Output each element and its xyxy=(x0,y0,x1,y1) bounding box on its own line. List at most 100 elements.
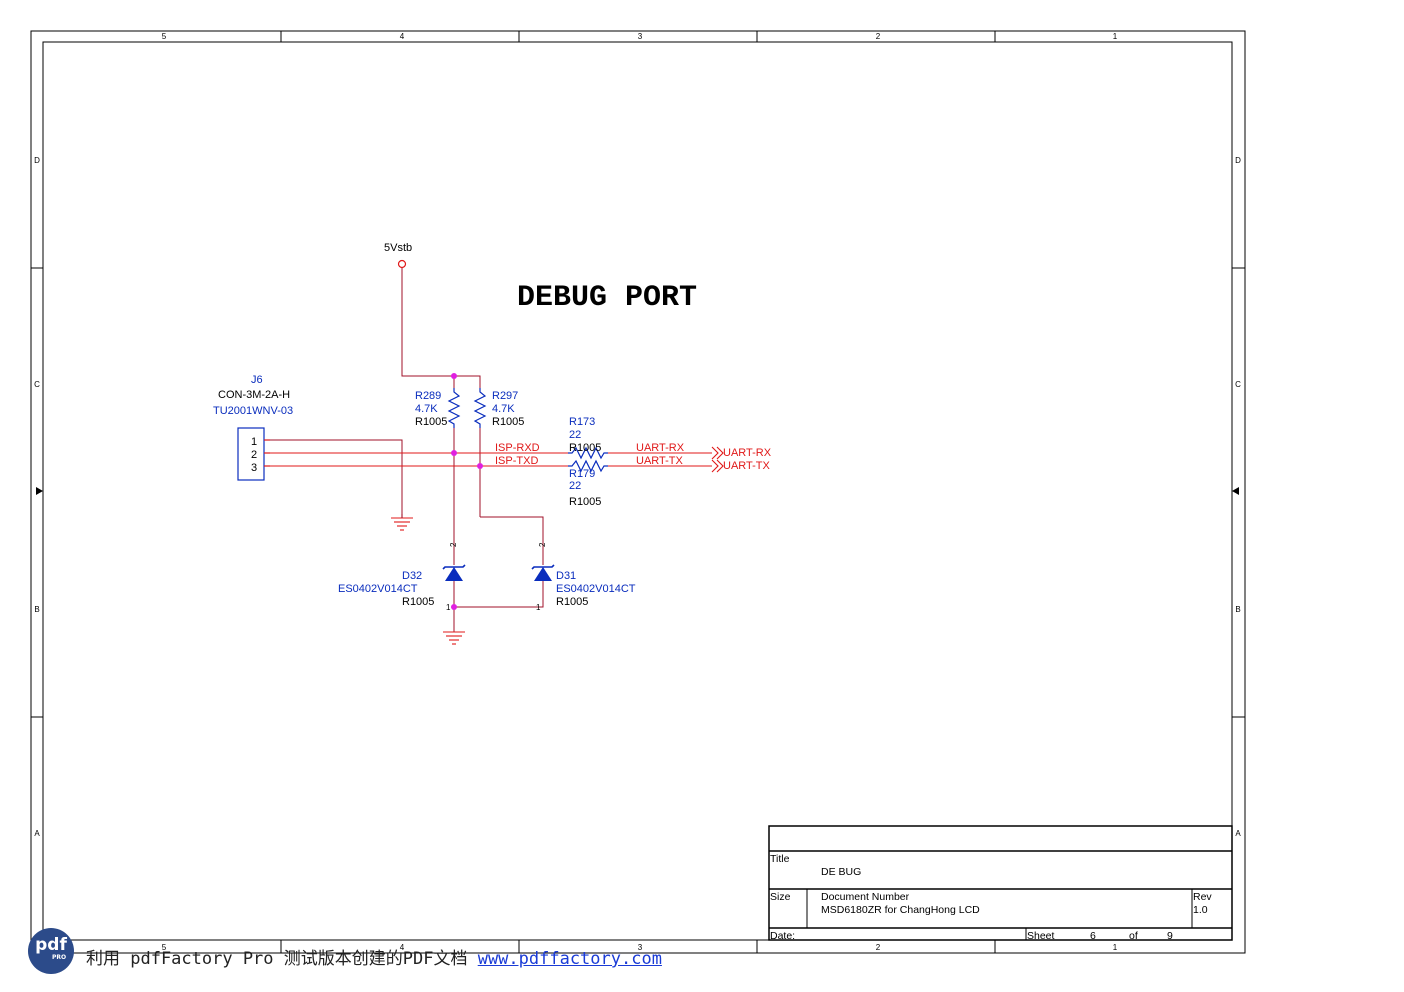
col-label: 3 xyxy=(638,943,643,952)
row-label: C xyxy=(1235,380,1241,389)
resistor-value: 4.7K xyxy=(415,403,438,415)
col-label: 2 xyxy=(876,943,881,952)
resistor-ref: R297 xyxy=(492,390,518,402)
inner-border xyxy=(42,41,1233,941)
resistor-r173: R173 22 R1005 xyxy=(568,416,608,460)
power-terminal-icon xyxy=(397,259,407,269)
watermark-text: 利用 pdfFactory Pro 测试版本创建的PDF文档 xyxy=(86,949,478,969)
col-label: 1 xyxy=(1113,32,1118,41)
resistor-r297: R297 4.7K R1005 xyxy=(473,388,524,428)
connector-pin-label: 3 xyxy=(251,462,257,474)
resistor-ref: R179 xyxy=(569,468,595,480)
resistor-package: R1005 xyxy=(569,496,601,508)
diode-pin-label: 2 xyxy=(538,542,547,547)
row-label: B xyxy=(34,605,39,614)
row-label: C xyxy=(34,380,40,389)
col-label: 5 xyxy=(162,943,167,952)
tvs-diode-icon xyxy=(531,564,555,581)
col-label: 4 xyxy=(400,943,405,952)
title-label: Title xyxy=(770,853,790,865)
col-label: 3 xyxy=(638,32,643,41)
net-label-isp-rxd: ISP-RXD xyxy=(495,442,540,454)
pdffactory-logo: pdf PRO xyxy=(28,928,74,974)
center-mark-left xyxy=(36,487,43,495)
ground-icon xyxy=(443,631,465,645)
resistor-icon xyxy=(568,459,608,473)
diode-pin-label: 1 xyxy=(446,603,451,612)
ground-icon xyxy=(391,514,413,531)
tvs-diode-icon xyxy=(442,564,466,581)
connector-body xyxy=(237,427,265,481)
docnum-label: Document Number xyxy=(821,891,910,903)
diode-package: R1005 xyxy=(402,596,434,608)
resistor-icon xyxy=(473,388,487,428)
port-label-uart-rx: UART-RX xyxy=(723,447,772,459)
net-label-isp-txd: ISP-TXD xyxy=(495,455,538,467)
watermark-link[interactable]: www.pdffactory.com xyxy=(477,949,662,969)
diode-package: R1005 xyxy=(556,596,588,608)
diode-d32: 2 1 D32 ES0402V014CT R1005 xyxy=(338,542,466,612)
net-label-uart-rx: UART-RX xyxy=(636,442,685,454)
signal-wires xyxy=(270,452,712,467)
resistor-ref: R173 xyxy=(569,416,595,428)
col-label: 2 xyxy=(876,32,881,41)
rev-value: 1.0 xyxy=(1193,904,1208,916)
diode-pin-label: 2 xyxy=(449,542,458,547)
row-label: D xyxy=(34,156,40,165)
row-label: B xyxy=(1235,605,1240,614)
port-label-uart-tx: UART-TX xyxy=(723,460,771,472)
resistor-value: 22 xyxy=(569,429,581,441)
title-value: DE BUG xyxy=(821,866,861,878)
rev-label: Rev xyxy=(1193,891,1212,903)
title-block: Title DE BUG Size Document Number MSD618… xyxy=(768,825,1233,942)
diode-d31: 2 1 D31 ES0402V014CT R1005 xyxy=(531,542,636,612)
diode-ref: D31 xyxy=(556,570,576,582)
connector-pin-label: 1 xyxy=(251,436,257,448)
resistor-r179: R179 22 R1005 xyxy=(568,459,608,508)
resistor-value: 4.7K xyxy=(492,403,515,415)
connector-part: TU2001WNV-03 xyxy=(213,405,293,417)
power-net-label: 5Vstb xyxy=(384,242,412,254)
col-label: 4 xyxy=(400,32,405,41)
outer-border xyxy=(30,30,1246,954)
diode-part: ES0402V014CT xyxy=(556,583,636,595)
total-sheets: 9 xyxy=(1167,930,1173,942)
date-label: Date: xyxy=(770,930,795,942)
resistor-icon xyxy=(447,388,461,428)
zone-dividers xyxy=(31,31,1245,953)
diode-part: ES0402V014CT xyxy=(338,583,418,595)
diode-ref: D32 xyxy=(402,570,422,582)
sheet-label: Sheet xyxy=(1027,930,1055,942)
col-label: 1 xyxy=(1113,943,1118,952)
col-label: 5 xyxy=(162,32,167,41)
connector-j6: J6 CON-3M-2A-H TU2001WNV-03 1 2 3 xyxy=(213,374,293,481)
center-mark-right xyxy=(1232,487,1239,495)
watermark-notice: 利用 pdfFactory Pro 测试版本创建的PDF文档 www.pdffa… xyxy=(86,944,662,969)
connector-type: CON-3M-2A-H xyxy=(218,389,290,401)
resistor-icon xyxy=(568,446,608,460)
logo-text: pdf xyxy=(35,935,67,955)
diode-pin-label: 1 xyxy=(536,603,541,612)
row-label: A xyxy=(34,829,40,838)
row-label: D xyxy=(1235,156,1241,165)
logo-sub: PRO xyxy=(51,954,67,961)
resistor-package: R1005 xyxy=(569,442,601,454)
connector-pin-label: 2 xyxy=(251,449,257,461)
resistor-value: 22 xyxy=(569,480,581,492)
size-label: Size xyxy=(770,891,791,903)
resistor-package: R1005 xyxy=(415,416,447,428)
junctions xyxy=(451,373,483,610)
resistor-ref: R289 xyxy=(415,390,441,402)
page-heading: DEBUG PORT xyxy=(517,281,697,315)
connector-ref: J6 xyxy=(251,374,263,386)
resistor-r289: R289 4.7K R1005 xyxy=(415,388,461,428)
resistor-package: R1005 xyxy=(492,416,524,428)
docnum-value: MSD6180ZR for ChangHong LCD xyxy=(821,904,980,916)
port-arrow-icon xyxy=(711,446,724,473)
wires xyxy=(270,268,544,632)
net-label-uart-tx: UART-TX xyxy=(636,455,684,467)
sheet-number: 6 xyxy=(1090,930,1096,942)
row-label: A xyxy=(1235,829,1241,838)
of-label: of xyxy=(1129,930,1138,942)
